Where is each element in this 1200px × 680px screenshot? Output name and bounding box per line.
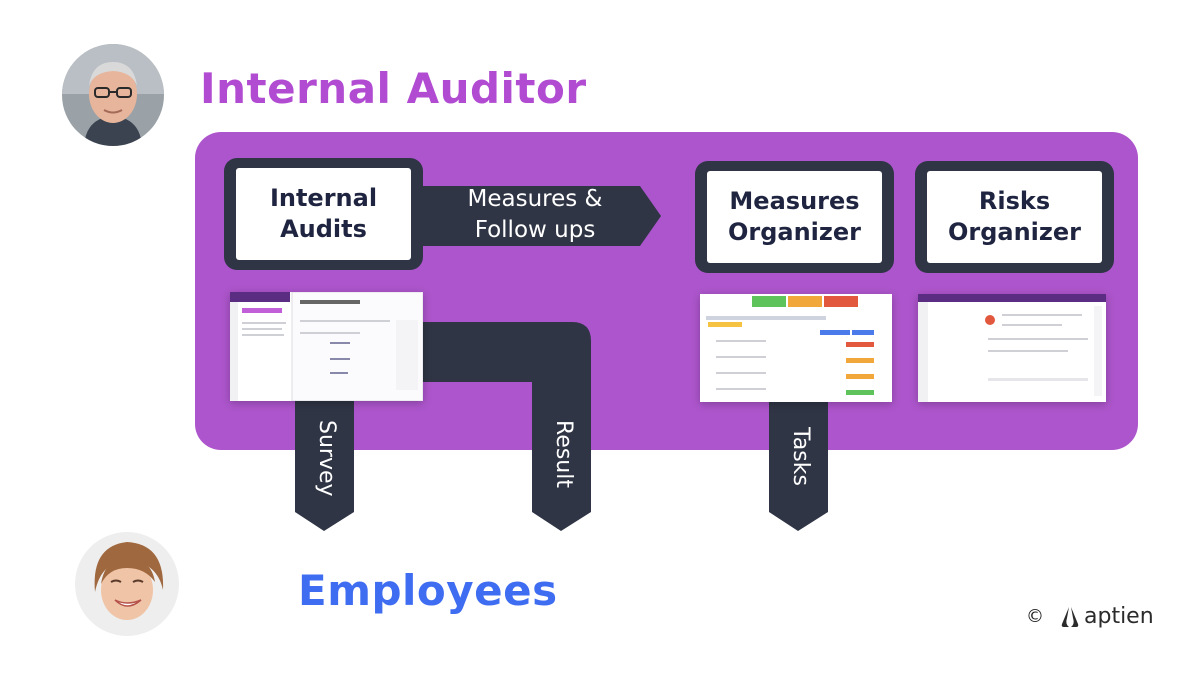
risks-organizer-screenshot — [918, 294, 1106, 402]
internal-audits-box[interactable]: Internal Audits — [224, 158, 423, 270]
survey-label: Survey — [314, 420, 339, 497]
measures-followups-line-2: Follow ups — [474, 217, 596, 243]
risks-organizer-line-2: Organizer — [947, 218, 1081, 246]
measures-organizer-line-2: Organizer — [727, 218, 861, 246]
measures-organizer-screenshot — [700, 294, 892, 402]
aptien-mark-icon — [1061, 606, 1079, 627]
measures-followups-label: Measures & Follow ups — [440, 184, 630, 246]
measures-organizer-box[interactable]: Measures Organizer — [695, 161, 894, 273]
risks-organizer-box[interactable]: Risks Organizer — [915, 161, 1114, 273]
risks-organizer-line-1: Risks — [978, 187, 1051, 215]
copyright-symbol: © — [1026, 606, 1044, 627]
result-label: Result — [551, 420, 576, 488]
auditor-title: Internal Auditor — [200, 64, 587, 113]
tasks-label: Tasks — [788, 427, 813, 486]
employee-avatar — [75, 532, 179, 636]
internal-audits-line-2: Audits — [280, 215, 367, 243]
internal-audits-line-1: Internal — [269, 184, 378, 212]
brand-name: aptien — [1084, 604, 1154, 629]
auditor-avatar — [62, 44, 164, 146]
internal-audits-screenshot — [230, 292, 423, 401]
employees-title: Employees — [298, 566, 558, 615]
measures-organizer-line-1: Measures — [729, 187, 860, 215]
measures-followups-line-1: Measures & — [467, 186, 603, 212]
aptien-logo: aptien — [1060, 604, 1154, 629]
